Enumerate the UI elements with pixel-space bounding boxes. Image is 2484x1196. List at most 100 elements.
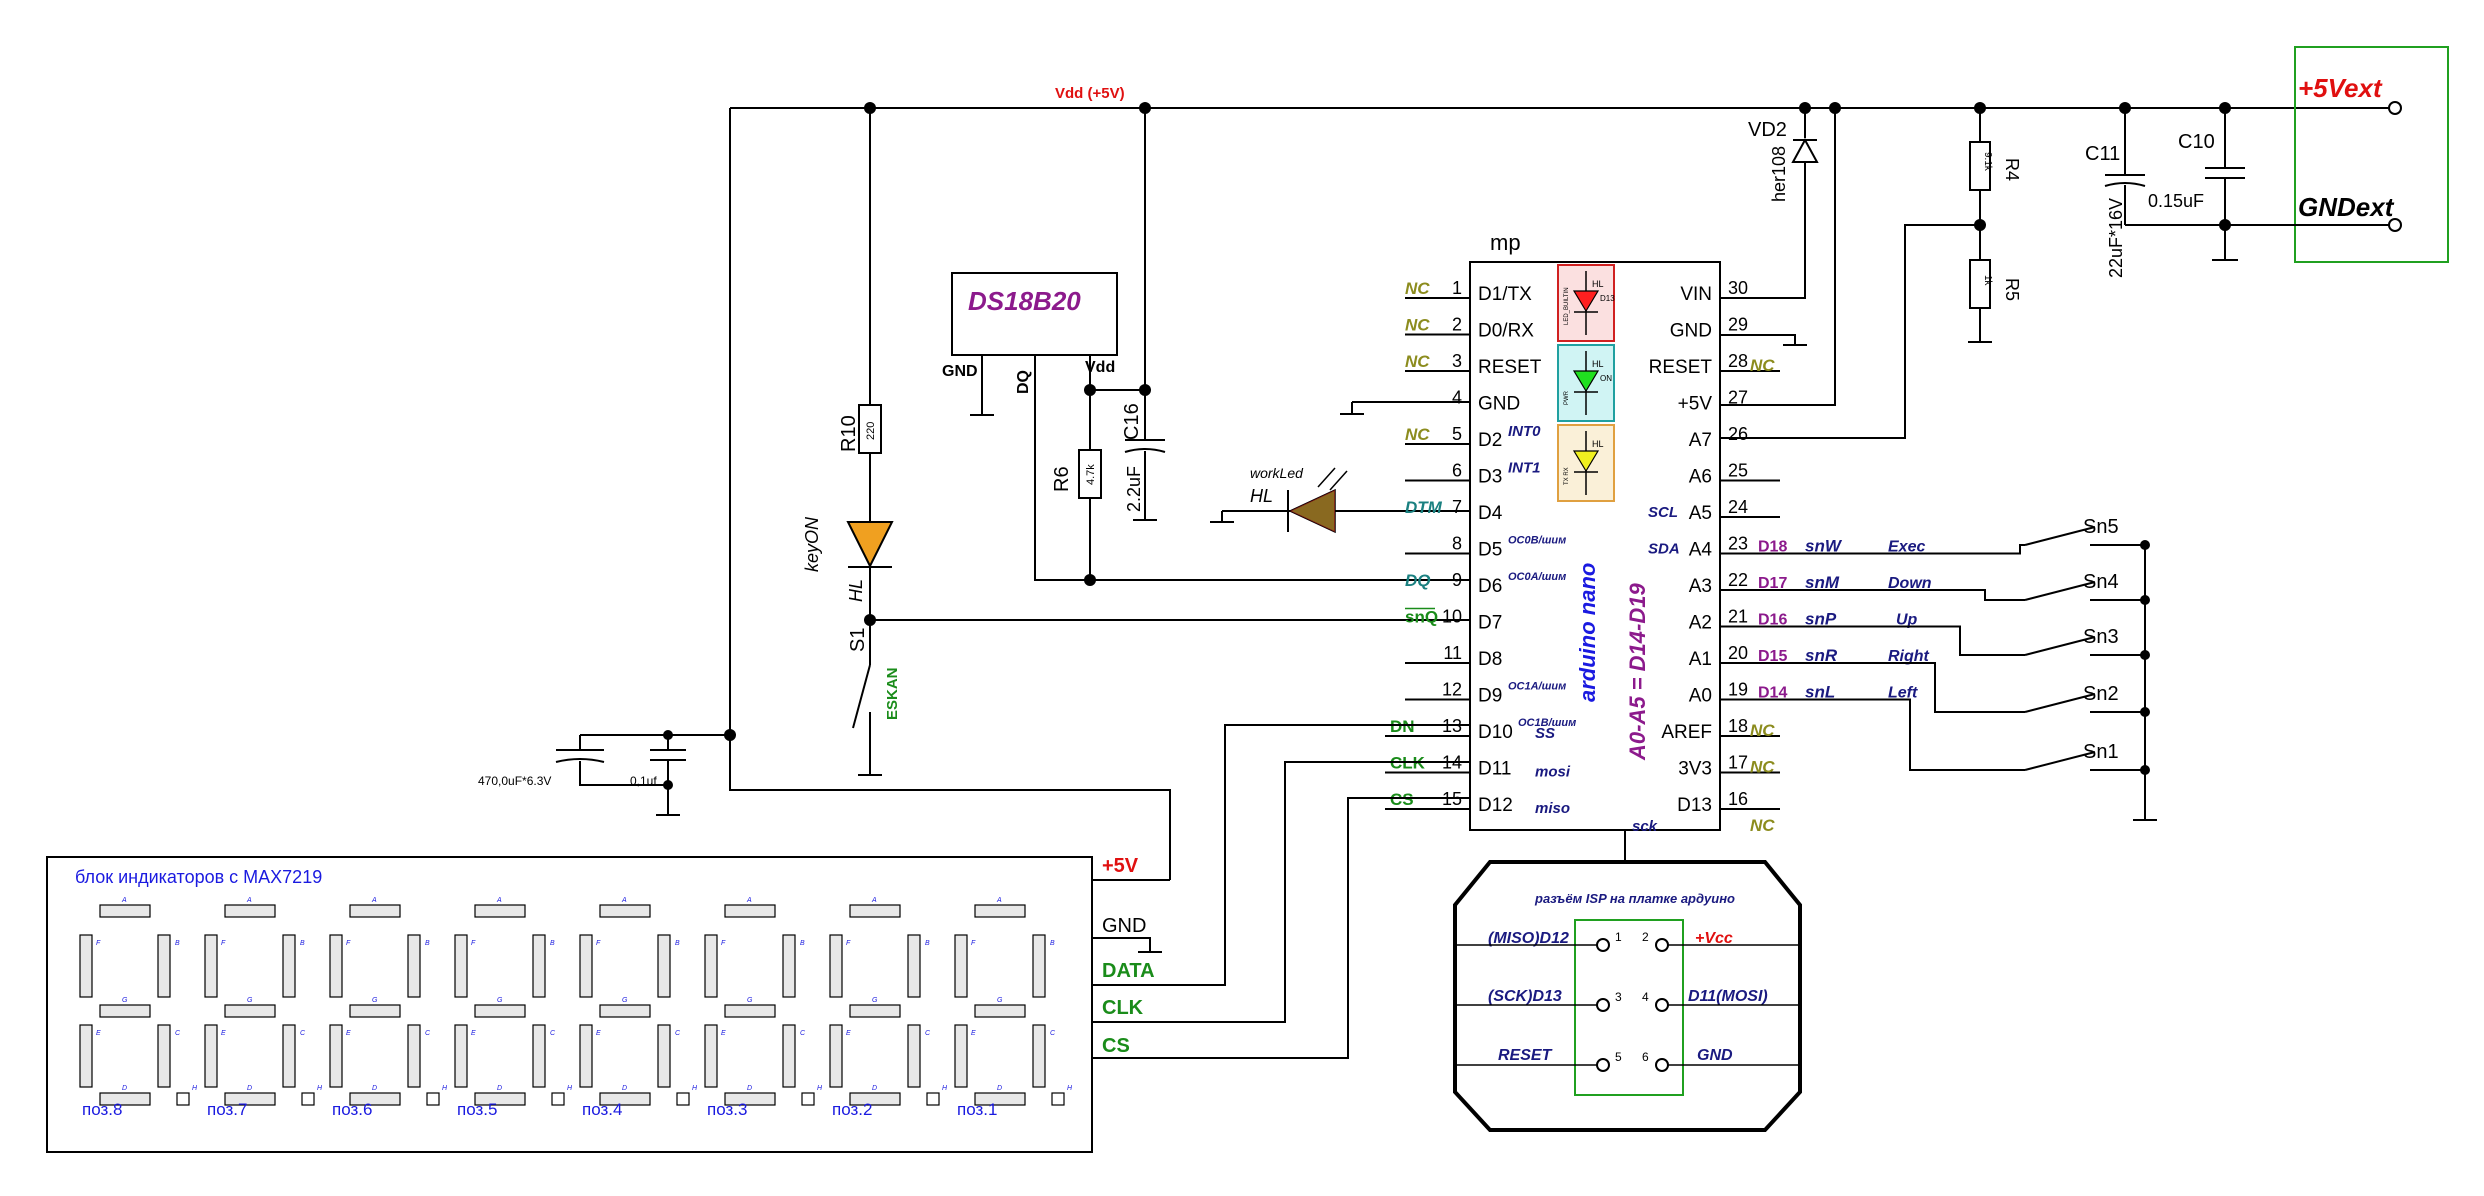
right-pin-name: D13 [1677,795,1712,816]
right-pin-num: 25 [1728,461,1748,481]
left-pin-num: 1 [1452,278,1462,298]
segment-letter: A [621,897,627,904]
display-gnd: GND [1102,915,1146,937]
mcu-map: A0-A5 = D14-D19 [1625,583,1650,761]
switch-sn2[interactable]: Sn2 [1780,662,2150,717]
ext-plus-terminal[interactable] [2388,101,2402,115]
segment-letter: H [1067,1085,1073,1092]
right-pin-btn: Right [1888,648,1930,665]
left-pin-func: INT1 [1508,460,1541,477]
segment-letter: D [497,1085,502,1092]
segment-letter: C [675,1030,681,1037]
r5-value: 1k [1982,275,1993,287]
digit-position: поз.3 [707,1100,747,1119]
left-pin-name: D9 [1478,686,1502,707]
c10-value: 0.15uF [2148,191,2204,211]
segment-letter: D [372,1085,377,1092]
left-pin-name: D8 [1478,649,1502,670]
display-data: DATA [1102,960,1155,982]
segment-letter: E [346,1030,351,1037]
isp-pin-num: 6 [1642,1050,1649,1064]
s1-label: ESKAN [884,667,901,720]
key-led-label: keyON [802,516,822,572]
switch-sn1[interactable]: Sn1 [1780,698,2150,776]
segment-letter: G [747,997,753,1004]
left-pin-name: D2 [1478,430,1502,451]
left-pin-11: 11 D8 [1405,643,1502,670]
right-pin-num: 22 [1728,570,1748,590]
segment-letter: A [246,897,252,904]
right-pin-name: GND [1670,321,1712,342]
right-pin-sig: snL [1805,683,1835,702]
c11-capacitor: C11 22uF*16V [2085,108,2146,278]
right-pin-d: D17 [1758,575,1787,592]
ext-gnd-terminal[interactable] [2388,218,2402,232]
vd2-ref: VD2 [1748,119,1787,141]
isp-pin-3: 3 [1455,990,1622,1012]
switch-sn4[interactable]: Sn4 [1780,571,2150,605]
left-pin-net: NC [1405,316,1430,335]
display-cs: CS [1102,1035,1130,1057]
right-pin-num: 19 [1728,680,1748,700]
switch-sn5[interactable]: Sn5 [1780,516,2150,555]
segment-letter: D [997,1085,1002,1092]
right-pin-name: A2 [1689,613,1712,634]
segment-letter: H [192,1085,198,1092]
left-pin-num: 9 [1452,570,1462,590]
right-pin-btn: Exec [1888,539,1925,556]
mcu-title: mp [1490,230,1521,255]
right-pin-btn: Left [1888,685,1918,702]
switch-label: Sn2 [2083,683,2119,705]
segment-letter: G [247,997,253,1004]
left-pin-net: NC [1405,425,1430,444]
left-pin-num: 5 [1452,424,1462,444]
left-pin-func: miso [1535,800,1570,817]
segment-letter: D [622,1085,627,1092]
right-pin-num: 29 [1728,315,1748,335]
right-pin-name: RESET [1649,357,1713,378]
left-pin-name: GND [1478,394,1520,415]
segment-letter: A [371,897,377,904]
cap-big-label: 470,0uF*6.3V [478,774,551,788]
vdd-label: Vdd (+5V) [1055,85,1125,102]
segment-letter: F [346,940,351,947]
segment-letter: B [425,940,430,947]
right-pin-name: AREF [1661,722,1712,743]
mcu-name: arduino nano [1575,563,1600,702]
display-clk: CLK [1102,997,1144,1019]
isp-pin-num: 5 [1615,1050,1622,1064]
c10-capacitor: C10 0.15uF [2148,108,2245,261]
segment-letter: F [846,940,851,947]
work-led: workLed HL [1210,465,1470,534]
segment-letter: G [872,997,878,1004]
switch-sn3[interactable]: Sn3 [1780,625,2150,660]
left-pin-num: 11 [1443,643,1462,663]
left-pin-name: D10 [1478,722,1513,743]
left-pin-num: 7 [1452,497,1462,517]
right-pin-nc: NC [1750,356,1775,375]
segment-letter: A [746,897,752,904]
right-pin-btn: Up [1896,612,1918,629]
ds18b20-gnd: GND [942,363,978,380]
isp-pin-num: 4 [1642,990,1649,1004]
work-led-ref: HL [1250,486,1273,506]
c10-ref: C10 [2178,131,2215,153]
isp-pin-5: 5 [1455,1050,1622,1072]
segment-letter: C [425,1030,431,1037]
segment-letter: B [1050,940,1055,947]
right-pin-name: A5 [1689,503,1712,524]
left-pin-name: D7 [1478,613,1502,634]
r6-value: 4.7k [1085,464,1097,485]
left-pin-name: D0/RX [1478,321,1534,342]
